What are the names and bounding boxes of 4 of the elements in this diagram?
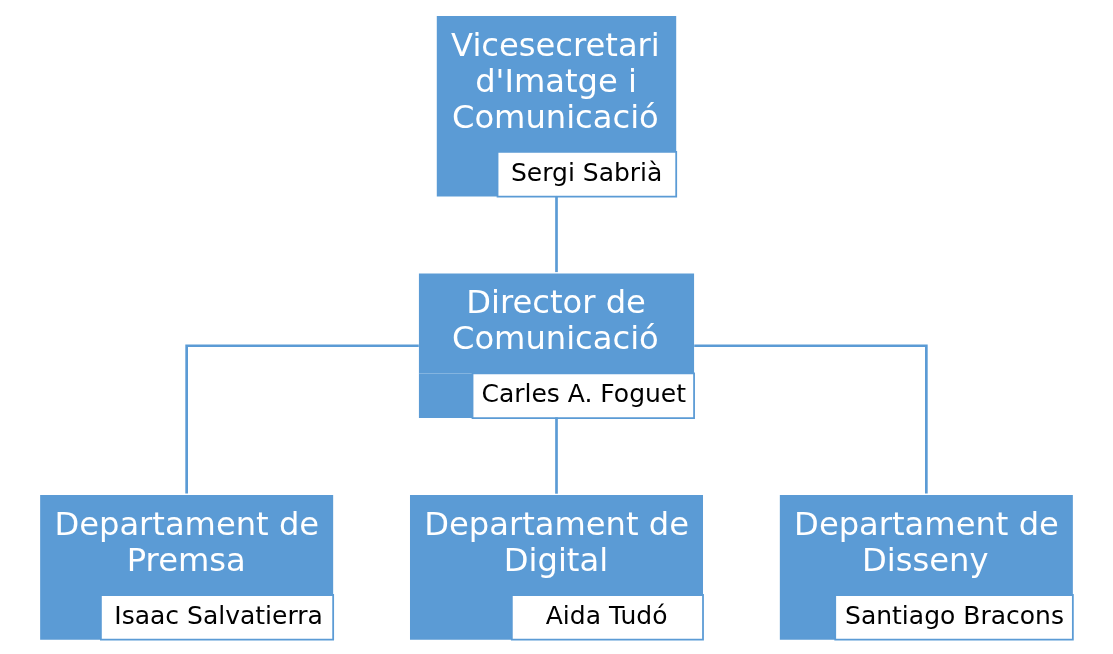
connector [555,195,558,273]
connector [185,344,419,494]
connector [694,344,928,494]
connector [555,417,558,494]
